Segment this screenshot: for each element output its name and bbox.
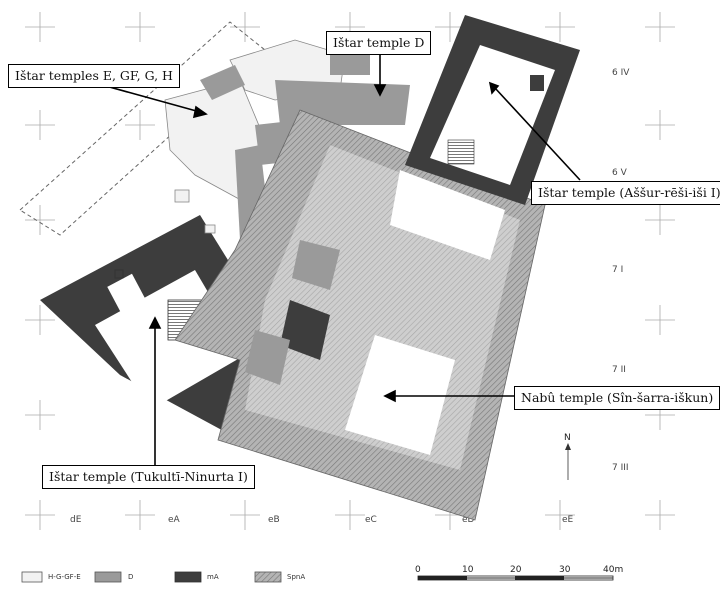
scale-bar: 0 10 20 30 40m	[415, 565, 623, 581]
grid-row-label: 7 III	[612, 463, 629, 473]
grid-row-label: 6 V	[612, 168, 628, 178]
legend-swatch-spna	[254, 571, 282, 583]
callout-istar-temples-e-gf-g-h: Ištar temples E, GF, G, H	[8, 64, 180, 88]
grid-col-label: eD	[462, 515, 475, 525]
scale-tick-label: 40m	[603, 565, 623, 575]
grid-col-label: eC	[365, 515, 377, 525]
grid-row-label: 7 II	[612, 365, 626, 375]
callout-istar-temple-assur-reshi-ishi: Ištar temple (Aššur-rēši-iši I)	[531, 181, 720, 205]
grid-crosses	[25, 12, 675, 530]
legend-swatch-ma	[174, 571, 202, 583]
legend: H-G-GF-E D mA SpnA	[21, 571, 305, 583]
legend-swatch-d	[94, 571, 122, 583]
grid-column-labels: dE eA eB eC eD eE	[70, 515, 574, 525]
grid-row-labels: 6 IV 6 V 7 I 7 II 7 III	[612, 68, 630, 473]
scale-tick-label: 30	[559, 565, 571, 575]
legend-label: SpnA	[287, 573, 305, 581]
legend-label: H-G-GF-E	[48, 573, 81, 581]
legend-label: mA	[207, 573, 219, 581]
scale-tick-label: 0	[415, 565, 421, 575]
callout-nabu-temple: Nabû temple (Sîn-šarra-iškun)	[514, 386, 720, 410]
legend-label: D	[128, 573, 133, 581]
grid-col-label: dE	[70, 515, 82, 525]
callout-istar-temple-d: Ištar temple D	[326, 31, 432, 55]
nabu-temple-plan	[174, 109, 546, 521]
north-label: N	[564, 433, 571, 443]
grid-col-label: eB	[268, 515, 280, 525]
istar-temple-assur-reshi-ishi-plan	[405, 15, 580, 205]
scale-tick-label: 20	[510, 565, 522, 575]
grid-row-label: 6 IV	[612, 68, 630, 78]
north-arrow: N	[564, 433, 571, 480]
grid-col-label: eE	[562, 515, 574, 525]
legend-swatch-h-g-gf-e	[21, 571, 43, 583]
grid-col-label: eA	[168, 515, 181, 525]
scale-tick-label: 10	[462, 565, 474, 575]
grid-row-label: 7 I	[612, 265, 623, 275]
callout-istar-temple-tukulti-ninurta: Ištar temple (Tukultī-Ninurta I)	[42, 465, 255, 489]
